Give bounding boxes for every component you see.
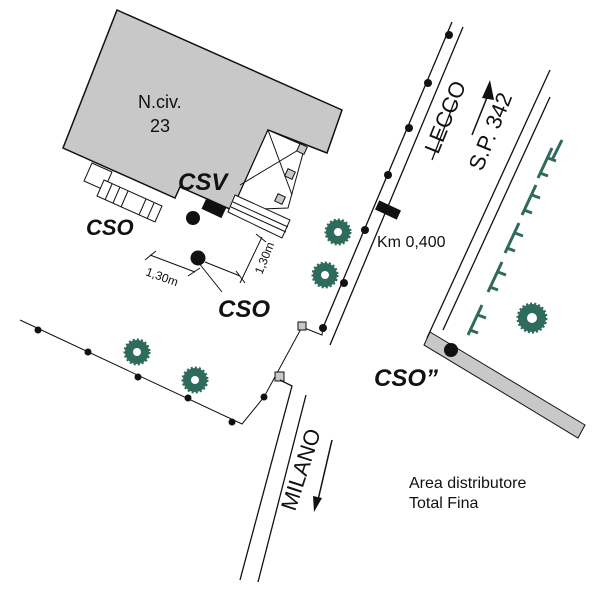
steps-left [96, 179, 163, 223]
cso-right-well [444, 343, 458, 357]
road-label: S.P. 342 [463, 89, 517, 174]
csv-label: CSV [178, 169, 229, 196]
cso-well [186, 211, 200, 225]
stairwell [227, 129, 308, 239]
lecco-label: LECCO [419, 77, 471, 157]
road-milano [239, 379, 307, 583]
dimension-lines [144, 233, 267, 293]
grass-marks [466, 139, 564, 336]
area-label: Area distributore [409, 475, 526, 492]
road-lecco [321, 21, 551, 346]
csv-box [201, 197, 227, 219]
station-edge [423, 331, 586, 439]
building-label: N.civ. [138, 92, 182, 112]
dimension-label: 1,30m [144, 265, 180, 290]
utility-poles [34, 31, 453, 426]
cso-left-label: CSO [86, 215, 134, 240]
cso-right-label: CSO” [374, 365, 438, 392]
km-label: Km 0,400 [377, 234, 446, 251]
cso-center-well [190, 250, 206, 266]
area-label-brand: Total Fina [409, 495, 478, 512]
milano-arrow [313, 496, 322, 512]
building-number: 23 [150, 116, 170, 136]
lecco-arrow [482, 80, 494, 100]
km-marker [375, 200, 401, 220]
cso-center-label: CSO [218, 296, 270, 323]
dimension-label: 1,30m [252, 240, 277, 276]
overhead-line [19, 319, 324, 425]
